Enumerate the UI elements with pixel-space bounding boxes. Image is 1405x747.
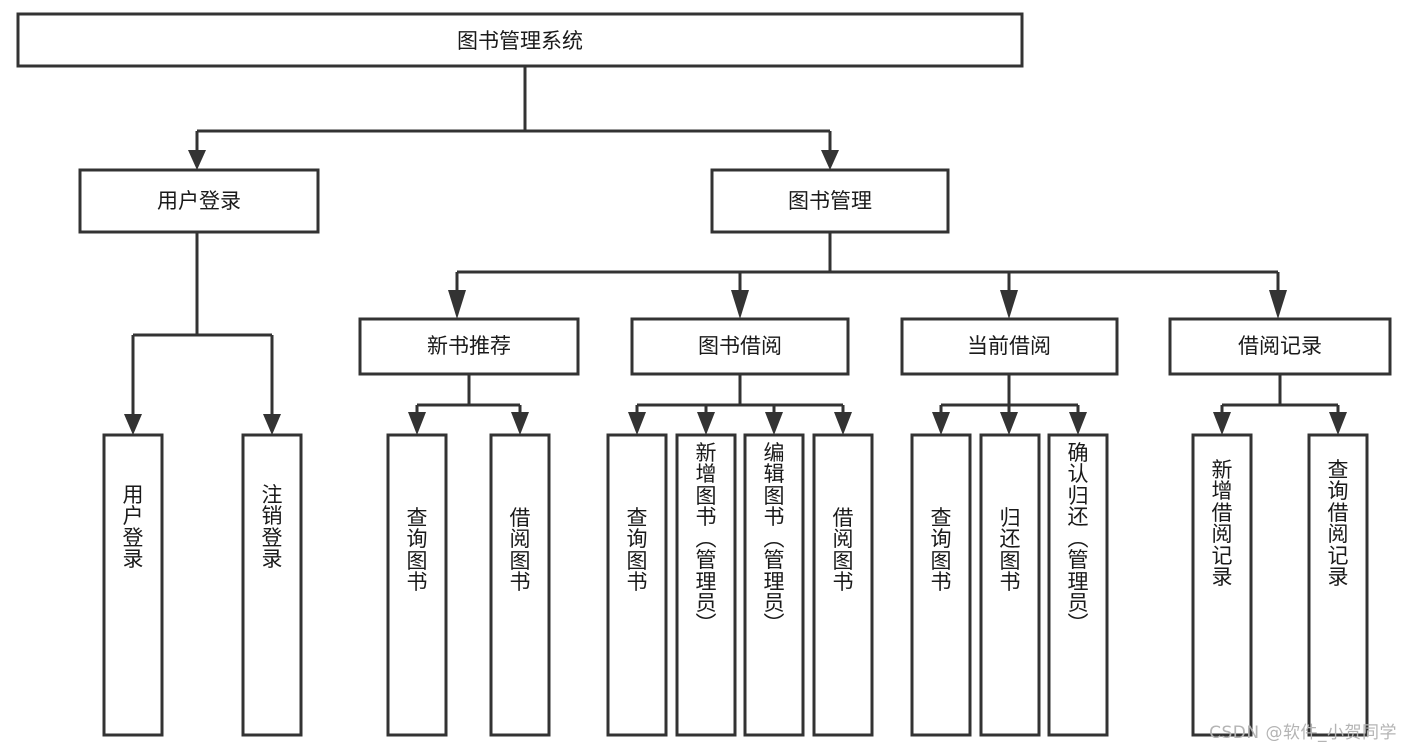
leaf-book-borrow-1[interactable]: [606, 433, 668, 737]
leaf-current-borrow-3[interactable]: [1047, 433, 1109, 737]
node-borrow-record[interactable]: [1168, 317, 1392, 376]
label-root-system: 图书管理系统: [457, 29, 583, 53]
leaf-book-borrow-4[interactable]: [812, 433, 874, 737]
label-book-management: 图书管理: [788, 189, 872, 213]
arrow-bookmgmt-to-newbook: [448, 290, 466, 319]
leaf-user-login-2[interactable]: [241, 433, 303, 737]
leaf-current-borrow-2[interactable]: [979, 433, 1041, 737]
node-current-borrow[interactable]: [900, 317, 1119, 376]
leaf-borrow-record-2[interactable]: [1307, 433, 1369, 737]
arrow-userlogin-leaf-1: [124, 414, 142, 435]
arrow-bookmgmt-to-current: [1000, 290, 1018, 319]
leaf-user-login-1[interactable]: [102, 433, 164, 737]
label-new-book-recommend: 新书推荐: [427, 334, 511, 358]
arrow-newbook-leaf-1: [408, 412, 426, 435]
arrow-borrow-leaf-3: [765, 412, 783, 435]
arrow-borrow-leaf-2: [697, 412, 715, 435]
arrow-current-leaf-1: [932, 412, 950, 435]
leaf-new-book-2[interactable]: [489, 433, 551, 737]
arrow-borrow-leaf-4: [834, 412, 852, 435]
arrow-record-leaf-1: [1213, 412, 1231, 435]
arrow-userlogin-leaf-2: [263, 414, 281, 435]
label-user-login: 用户登录: [157, 189, 241, 213]
arrow-newbook-leaf-2: [511, 412, 529, 435]
arrow-root-to-user: [188, 150, 206, 170]
arrow-current-leaf-2: [1000, 412, 1018, 435]
arrow-borrow-leaf-1: [628, 412, 646, 435]
label-book-borrow: 图书借阅: [698, 334, 782, 358]
arrow-record-leaf-2: [1329, 412, 1347, 435]
arrow-bookmgmt-to-record: [1269, 290, 1287, 319]
leaf-current-borrow-1[interactable]: [910, 433, 972, 737]
leaf-borrow-record-1[interactable]: [1191, 433, 1253, 737]
node-book-management[interactable]: [710, 168, 950, 234]
node-root-system[interactable]: [16, 12, 1024, 68]
node-boxes: [16, 12, 1392, 737]
connectors: [124, 66, 1347, 435]
leaf-book-borrow-2[interactable]: [675, 433, 737, 737]
leaf-new-book-1[interactable]: [386, 433, 448, 737]
node-user-login[interactable]: [78, 168, 320, 234]
node-labels: 图书管理系统 用户登录 图书管理 新书推荐 图书借阅 当前借阅 借阅记录: [157, 29, 1322, 358]
label-current-borrow: 当前借阅: [967, 334, 1051, 358]
node-book-borrow[interactable]: [630, 317, 850, 376]
node-new-book-recommend[interactable]: [358, 317, 580, 376]
arrow-current-leaf-3: [1069, 412, 1087, 435]
arrow-root-to-book: [821, 150, 839, 170]
arrow-bookmgmt-to-borrow: [731, 290, 749, 319]
label-borrow-record: 借阅记录: [1238, 334, 1322, 358]
leaf-book-borrow-3[interactable]: [743, 433, 805, 737]
